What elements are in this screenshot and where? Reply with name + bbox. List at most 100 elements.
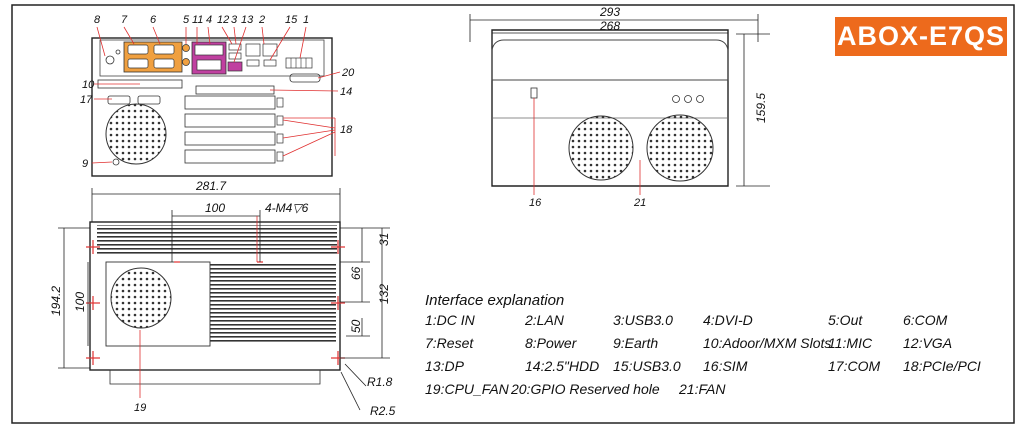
dim-screw-spec: 4-M4▽6 (265, 201, 309, 215)
interface-item: 20:GPIO Reserved hole (511, 381, 660, 397)
model-badge: ABOX-E7QS (835, 17, 1007, 56)
front-view: 8 7 6 5 11 4 12 3 13 2 15 1 10 17 9 20 1… (80, 14, 355, 177)
interface-item: 13:DP (425, 358, 464, 374)
callout-label: 6 (150, 14, 157, 26)
pcie-bracket (276, 115, 284, 126)
dim-width-inner: 268 (599, 19, 620, 33)
dc-in-terminal (285, 57, 313, 69)
dim-50: 50 (349, 319, 363, 333)
callout-label: 20 (341, 67, 355, 79)
pcie-slot (184, 95, 276, 110)
callout-label: 15 (285, 14, 298, 26)
dim-132: 132 (377, 284, 391, 304)
dp-port (227, 61, 243, 72)
lan-port (262, 43, 278, 57)
gpio-hole (289, 73, 321, 83)
indicator-led (696, 95, 704, 103)
vga-connector (196, 59, 222, 71)
dim-left-inner: 100 (73, 292, 87, 312)
com-connector (127, 58, 149, 69)
side-view: 293 268 159.5 16 21 (469, 5, 770, 209)
pcie-bracket (276, 97, 284, 108)
front-io-panel (99, 39, 325, 77)
heatsink-fins-top (97, 225, 337, 255)
bottom-edge (109, 369, 321, 385)
interface-item: 1:DC IN (425, 312, 475, 328)
callout-label: 21 (633, 197, 646, 209)
dim-depth: 194.2 (49, 286, 63, 316)
com-connector (137, 95, 161, 105)
interface-item: 18:PCIe/PCI (903, 358, 981, 374)
callout-label: 11 (192, 14, 203, 26)
reset-button (115, 49, 121, 55)
interface-item: 5:Out (828, 312, 863, 328)
lan-port (245, 43, 261, 57)
interface-item: 10:Adoor/MXM Slots (703, 335, 832, 351)
callout-label: 1 (303, 14, 309, 26)
interface-item: 15:USB3.0 (613, 358, 681, 374)
interface-item: 8:Power (525, 335, 577, 351)
callout-label: 4 (206, 14, 212, 26)
callout-label: 7 (121, 14, 128, 26)
top-view: 281.7 100 4-M4▽6 194.2 100 31 66 132 50 … (49, 179, 396, 418)
com-connector (127, 44, 149, 55)
usb-port (246, 59, 260, 67)
audio-jack (182, 44, 190, 52)
page-border (11, 4, 1015, 424)
pcie-bracket (276, 151, 284, 162)
interface-item: 11:MIC (828, 335, 873, 351)
com-connector (153, 58, 175, 69)
audio-jack (182, 58, 190, 66)
dim-width-outer: 293 (599, 5, 620, 19)
pcie-slot (184, 113, 276, 128)
dim-31: 31 (377, 233, 391, 246)
side-cover (491, 39, 729, 81)
callout-label: 10 (82, 79, 95, 91)
interface-item: 12:VGA (903, 335, 953, 351)
callout-label: 16 (529, 197, 542, 209)
interface-item: 9:Earth (613, 335, 659, 351)
dim-top-width: 281.7 (195, 179, 227, 193)
callout-label: 17 (80, 94, 93, 106)
heatsink-fins-right (210, 262, 336, 342)
dim-height: 159.5 (754, 93, 768, 123)
callout-label: 14 (340, 86, 352, 98)
power-button (105, 55, 115, 65)
front-chassis (91, 37, 333, 177)
side-fan-grille (568, 115, 634, 181)
hdd-slot (195, 85, 275, 95)
sim-slot (530, 87, 538, 99)
interface-item: 17:COM (828, 358, 881, 374)
interface-item: 4:DVI-D (703, 312, 753, 328)
dim-radius-1: R1.8 (367, 375, 393, 389)
interface-item: 16:SIM (703, 358, 748, 374)
callout-label: 3 (231, 14, 238, 26)
interface-item: 14:2.5"HDD (525, 358, 600, 374)
callout-label: 2 (258, 14, 265, 26)
cpu-fan-grille (110, 267, 172, 329)
com-connector (107, 95, 131, 105)
dim-66: 66 (349, 266, 363, 280)
side-fan-grille (646, 114, 714, 182)
side-chassis (491, 29, 729, 187)
indicator-led (684, 95, 692, 103)
earth-screw (112, 158, 120, 166)
callout-label: 9 (82, 158, 88, 170)
interface-item: 7:Reset (425, 335, 474, 351)
callout-label: 19 (134, 402, 146, 414)
indicator-led (672, 95, 680, 103)
callout-label: 18 (340, 124, 353, 136)
interface-item: 3:USB3.0 (613, 312, 673, 328)
usb-port (228, 43, 242, 51)
callout-label: 13 (241, 14, 254, 26)
pcie-slot (184, 131, 276, 146)
fan-grille (105, 103, 167, 165)
usb-port (263, 59, 277, 67)
interface-item: 19:CPU_FAN (425, 381, 509, 397)
dvi-connector (194, 44, 224, 56)
dim-fan-offset: 100 (205, 201, 225, 215)
callout-label: 5 (183, 14, 190, 26)
pcie-slot (184, 149, 276, 164)
